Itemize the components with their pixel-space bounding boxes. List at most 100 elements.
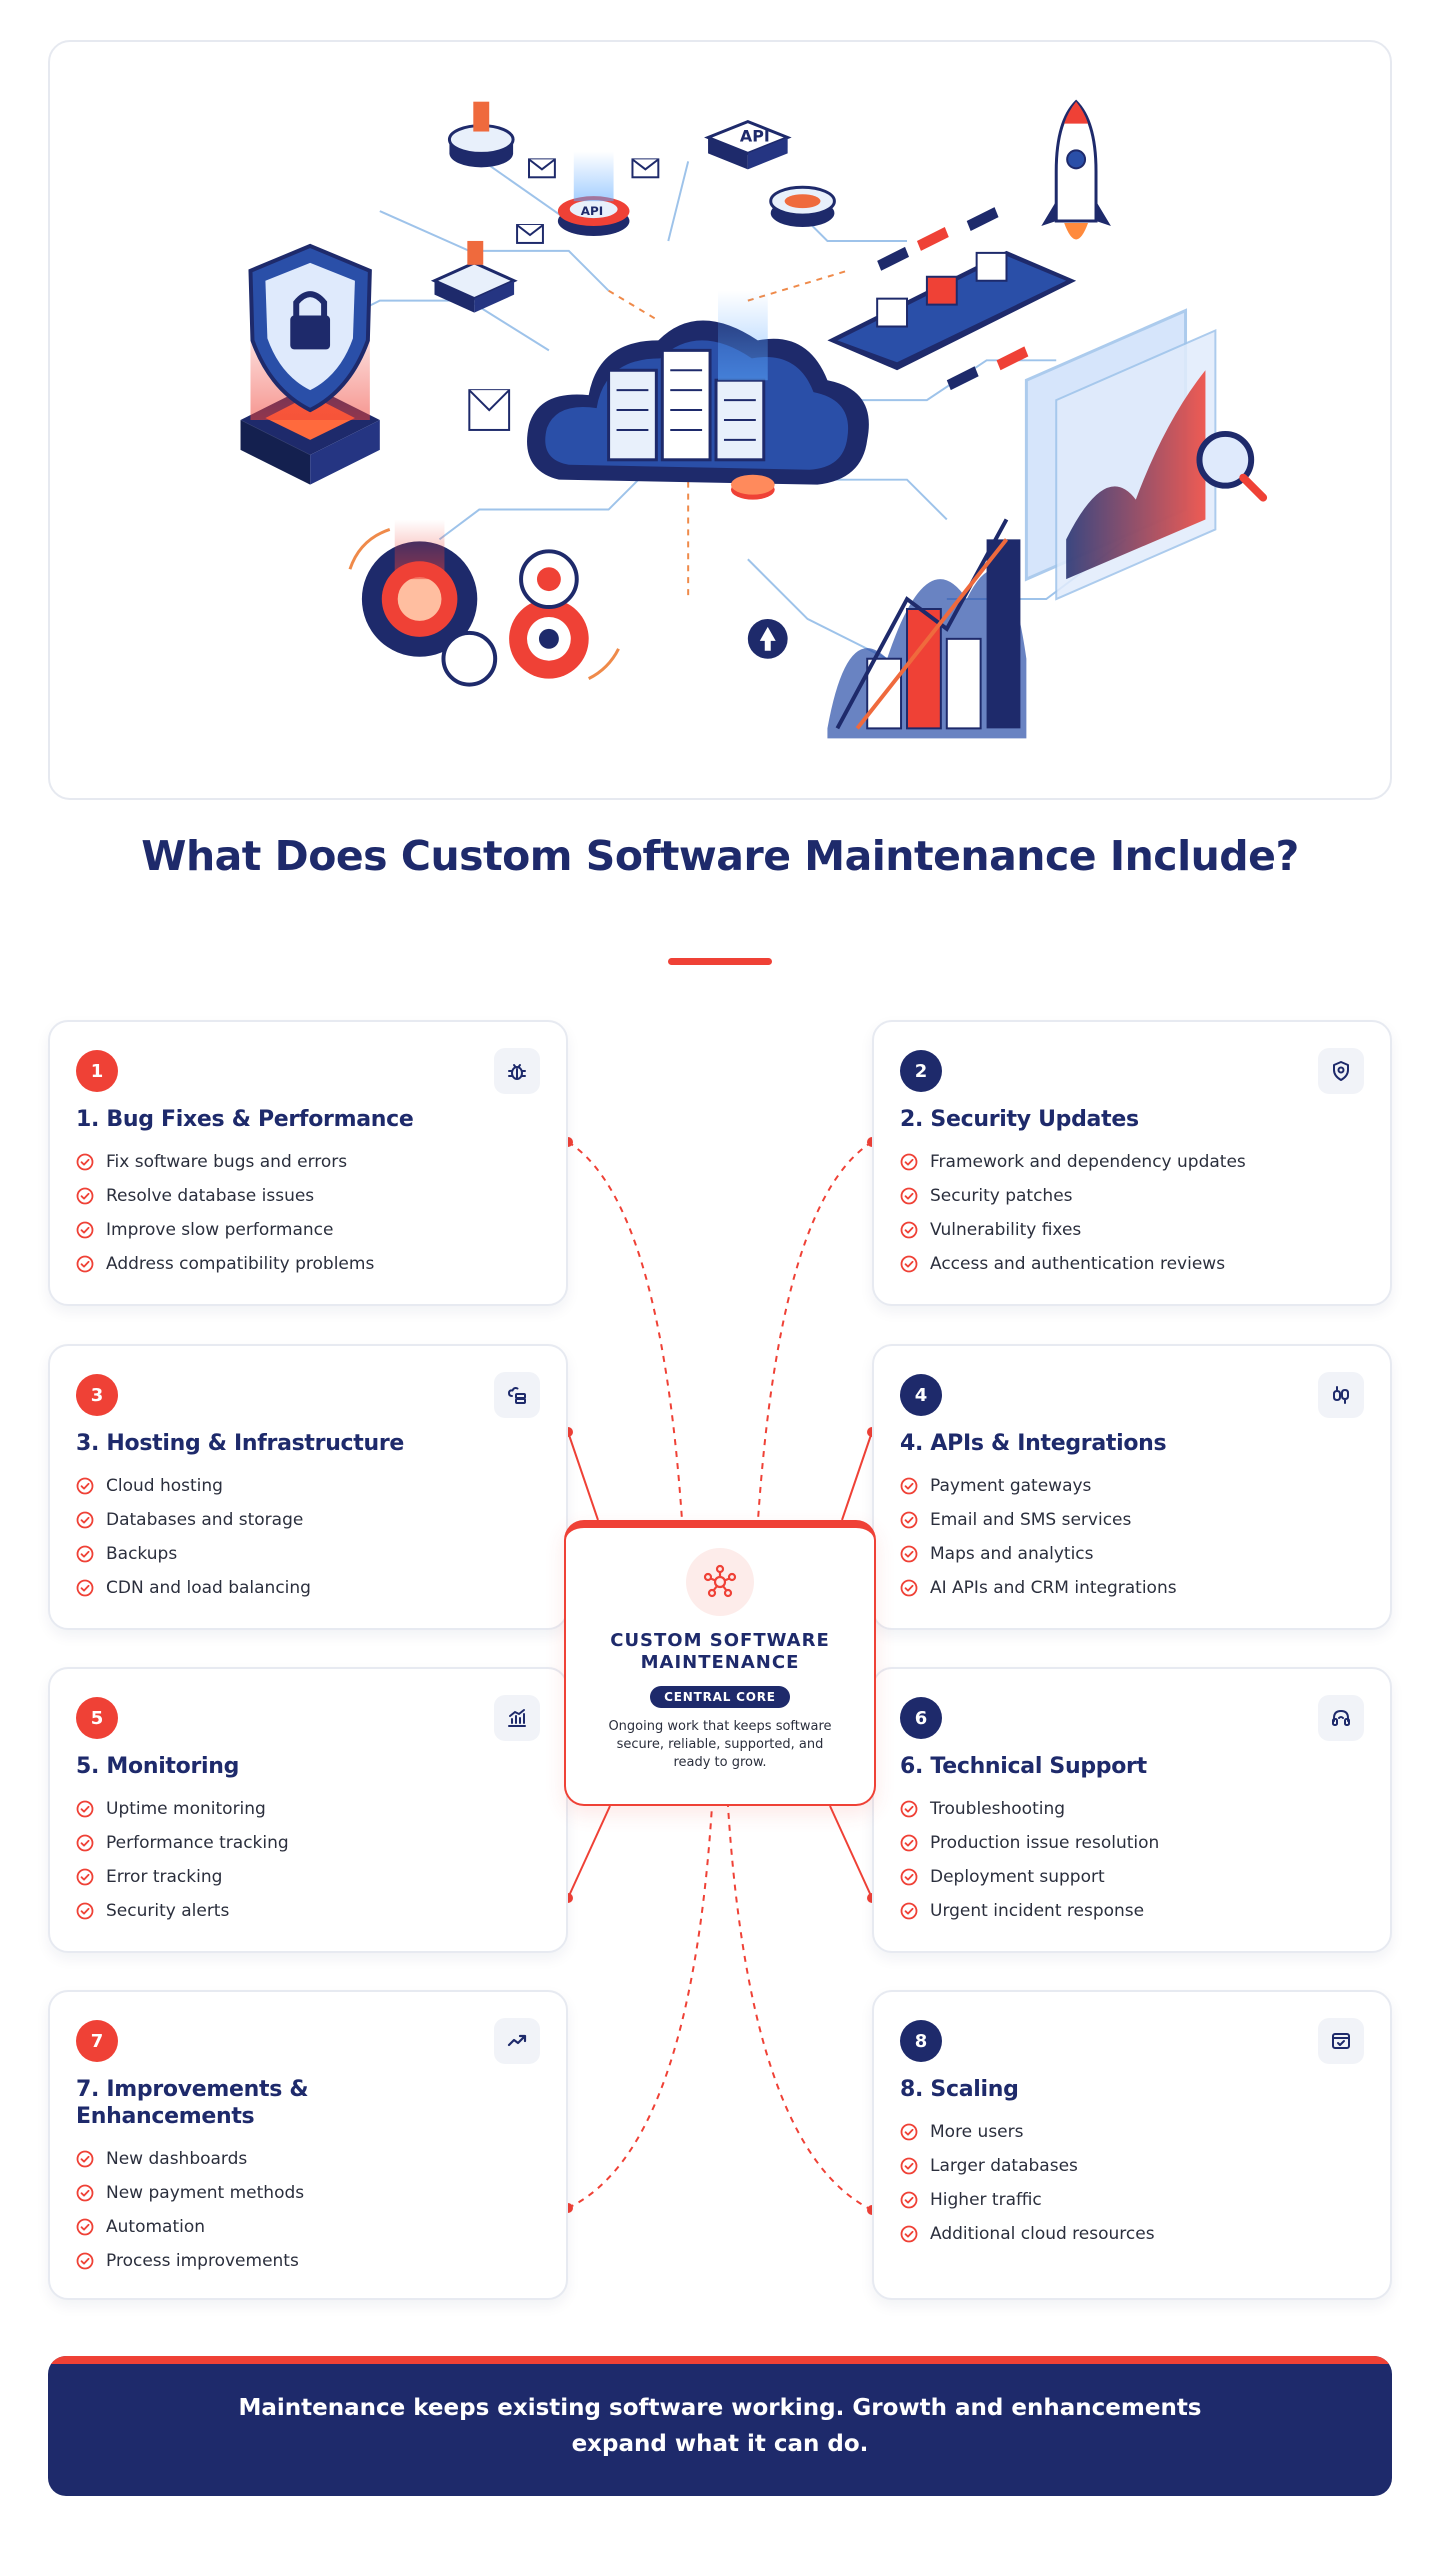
list-item: More users (900, 2115, 1364, 2149)
page-title: What Does Custom Software Maintenance In… (141, 832, 1299, 880)
card-title: 2. Security Updates (900, 1107, 1139, 1132)
list-item-text: Deployment support (930, 1867, 1105, 1887)
list-item-text: Email and SMS services (930, 1510, 1132, 1530)
check-circle-icon (76, 2150, 94, 2168)
card-number-badge: 2 (900, 1050, 942, 1092)
card-title: 6. Technical Support (900, 1754, 1147, 1779)
card-title: 5. Monitoring (76, 1754, 240, 1779)
list-item-text: Production issue resolution (930, 1833, 1160, 1853)
check-circle-icon (900, 1477, 918, 1495)
list-item: Vulnerability fixes (900, 1213, 1364, 1247)
list-item: Improve slow performance (76, 1213, 540, 1247)
list-item: AI APIs and CRM integrations (900, 1571, 1364, 1605)
list-item: Process improvements (76, 2244, 540, 2278)
connector-card-4 (841, 1431, 873, 1521)
check-circle-icon (900, 1153, 918, 1171)
list-item: Production issue resolution (900, 1826, 1364, 1860)
check-circle-icon (76, 2252, 94, 2270)
card-number-badge: 5 (76, 1697, 118, 1739)
list-item: Error tracking (76, 1860, 540, 1894)
list-item: New dashboards (76, 2142, 540, 2176)
list-item-text: Backups (106, 1544, 178, 1564)
card-apis-integrations: 4 4. APIs & Integrations Payment gateway… (872, 1344, 1392, 1630)
card-number-badge: 3 (76, 1374, 118, 1416)
check-circle-icon (76, 1834, 94, 1852)
list-item-text: Access and authentication reviews (930, 1254, 1226, 1274)
card-number-badge: 6 (900, 1697, 942, 1739)
card-number-badge: 7 (76, 2020, 118, 2062)
card-security-updates: 2 2. Security Updates Framework and depe… (872, 1020, 1392, 1306)
cloud-server-graphic (527, 290, 869, 500)
central-core-card: CUSTOM SOFTWARE MAINTENANCE CENTRAL CORE… (564, 1520, 876, 1806)
connector-card-2 (757, 1141, 873, 1521)
list-item-text: Security alerts (106, 1901, 230, 1921)
list-item-text: New dashboards (106, 2149, 248, 2169)
check-circle-icon (900, 1221, 918, 1239)
list-item: CDN and load balancing (76, 1571, 540, 1605)
growth-chart-graphic (747, 518, 1027, 739)
check-circle-icon (900, 1511, 918, 1529)
card-technical-support: 6 6. Technical Support Troubleshooting P… (872, 1667, 1392, 1953)
trend-up-icon (494, 2018, 540, 2064)
hero-api-label-2: API (581, 204, 603, 218)
footer-text: Maintenance keeps existing software work… (238, 2395, 1202, 2457)
check-circle-icon (76, 2184, 94, 2202)
list-item: Uptime monitoring (76, 1792, 540, 1826)
connector-card-8 (727, 1805, 873, 2211)
list-item-text: Performance tracking (106, 1833, 289, 1853)
card-title: 7. Improvements & Enhancements (76, 2077, 309, 2129)
card-number-badge: 4 (900, 1374, 942, 1416)
check-circle-icon (76, 1477, 94, 1495)
list-item-text: Automation (106, 2217, 206, 2237)
card-improvements-enhancements: 7 7. Improvements & Enhancements New das… (48, 1990, 568, 2300)
list-item-text: Troubleshooting (930, 1799, 1066, 1819)
headset-icon (1318, 1695, 1364, 1741)
check-circle-icon (76, 1868, 94, 1886)
check-circle-icon (76, 1579, 94, 1597)
check-circle-icon (900, 1800, 918, 1818)
list-item-text: More users (930, 2122, 1024, 2142)
list-item: Email and SMS services (900, 1503, 1364, 1537)
shield-icon (1318, 1048, 1364, 1094)
list-item: Security alerts (76, 1894, 540, 1928)
list-item-text: Uptime monitoring (106, 1799, 266, 1819)
network-hub-icon (686, 1548, 754, 1616)
list-item: Maps and analytics (900, 1537, 1364, 1571)
list-item-text: Improve slow performance (106, 1220, 334, 1240)
card-number-badge: 1 (76, 1050, 118, 1092)
core-title: CUSTOM SOFTWARE MAINTENANCE (610, 1630, 830, 1673)
list-item: Performance tracking (76, 1826, 540, 1860)
check-circle-icon (900, 1545, 918, 1563)
check-circle-icon (76, 1902, 94, 1920)
list-item: Cloud hosting (76, 1469, 540, 1503)
list-item: Resolve database issues (76, 1179, 540, 1213)
card-bug-fixes: 1 1. Bug Fixes & Performance Fix softwar… (48, 1020, 568, 1306)
check-circle-icon (76, 1221, 94, 1239)
bar-chart-icon (494, 1695, 540, 1741)
list-item: Access and authentication reviews (900, 1247, 1364, 1281)
check-circle-icon (900, 2157, 918, 2175)
analytics-dashboard-graphic (1024, 308, 1268, 601)
check-circle-icon (900, 2191, 918, 2209)
check-circle-icon (900, 2225, 918, 2243)
card-scaling: 8 8. Scaling More users Larger databases… (872, 1990, 1392, 2300)
list-item: Automation (76, 2210, 540, 2244)
check-circle-icon (76, 1800, 94, 1818)
list-item: Additional cloud resources (900, 2217, 1364, 2251)
check-circle-icon (76, 1255, 94, 1273)
list-item: Address compatibility problems (76, 1247, 540, 1281)
core-badge: CENTRAL CORE (650, 1686, 790, 1708)
card-number-badge: 8 (900, 2020, 942, 2062)
list-item: Larger databases (900, 2149, 1364, 2183)
list-item: Urgent incident response (900, 1894, 1364, 1928)
card-title: 3. Hosting & Infrastructure (76, 1431, 405, 1456)
core-description: Ongoing work that keeps software secure,… (608, 1719, 832, 1770)
bug-icon (494, 1048, 540, 1094)
list-item: Framework and dependency updates (900, 1145, 1364, 1179)
list-item: Security patches (900, 1179, 1364, 1213)
check-circle-icon (76, 2218, 94, 2236)
check-circle-icon (76, 1511, 94, 1529)
gears-graphic (348, 519, 620, 687)
check-circle-icon (76, 1187, 94, 1205)
card-title: 4. APIs & Integrations (900, 1431, 1167, 1456)
